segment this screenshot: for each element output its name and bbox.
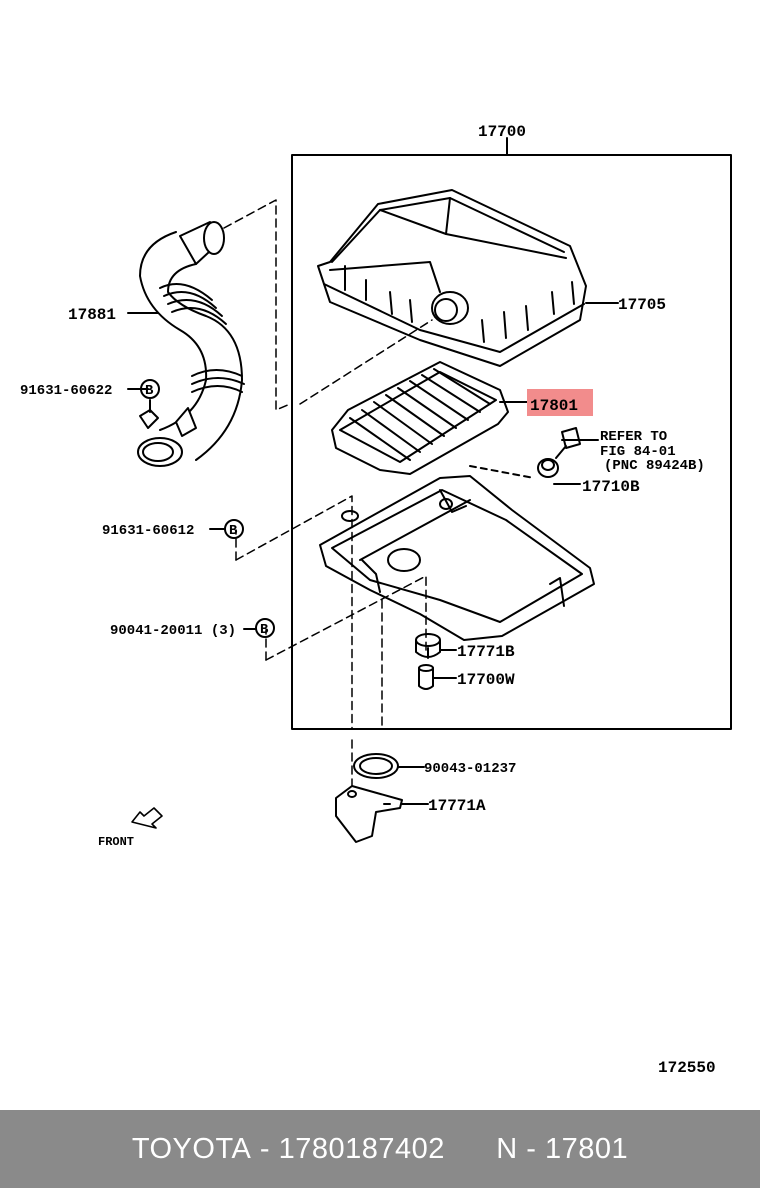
gasket-90043-01237 <box>353 753 399 779</box>
footer-n-label: N <box>496 1132 518 1165</box>
air-cleaner-cap <box>317 189 587 367</box>
footer-brand: TOYOTA <box>131 1132 252 1165</box>
element-highlight <box>527 389 593 416</box>
badge-b-bolt-set <box>255 618 275 638</box>
inlet-hose-17881 <box>137 221 245 467</box>
footer-gap <box>445 1133 496 1166</box>
label-figure-number: 172550 <box>658 1059 716 1077</box>
cushion-17771b <box>415 633 441 659</box>
footer-part-number: 1780187402 <box>278 1132 445 1165</box>
label-bolt: 17710B <box>582 478 640 496</box>
label-hose: 17881 <box>68 306 116 324</box>
badge-b-clamp-2 <box>224 519 244 539</box>
label-refer-3: (PNC 89424B) <box>604 458 705 474</box>
label-clamp-2: 91631-60612 <box>102 523 194 539</box>
label-collar: 17700W <box>457 671 515 689</box>
label-element: 17801 <box>530 397 578 415</box>
front-arrow-icon <box>131 807 163 829</box>
parts-diagram: 17700 17881 91631-60622 17705 17801 REFE… <box>20 123 732 1077</box>
projection-lines <box>223 199 433 791</box>
air-cleaner-case <box>319 475 595 641</box>
assembly-frame <box>291 154 732 730</box>
label-refer-1: REFER TO <box>600 429 667 445</box>
label-bracket: 17771A <box>428 797 486 815</box>
footer-pnc: 17801 <box>545 1132 629 1165</box>
label-assembly: 17700 <box>478 123 526 141</box>
badge-b-clamp-1 <box>140 379 160 399</box>
bracket-17771a <box>335 785 403 843</box>
label-refer-2: FIG 84-01 <box>600 444 676 460</box>
label-bolt-set: 90041-20011 (3) <box>110 623 236 639</box>
badge-letter-3: B <box>260 622 269 638</box>
air-filter-element <box>331 361 509 475</box>
footer-sep-2: - <box>517 1132 546 1165</box>
label-gasket: 90043-01237 <box>424 761 516 777</box>
badge-letter-1: B <box>145 383 154 399</box>
bolt-17710b <box>537 427 581 478</box>
footer-sep-1: - <box>251 1132 279 1165</box>
label-cap: 17705 <box>618 296 666 314</box>
part-info-footer: TOYOTA - 1780187402 N - 17801 <box>0 1110 760 1188</box>
badge-letter-2: B <box>229 523 238 539</box>
label-cushion: 17771B <box>457 643 515 661</box>
collar-17700w <box>418 664 434 690</box>
label-front: FRONT <box>98 835 134 849</box>
label-clamp-1: 91631-60622 <box>20 383 112 399</box>
